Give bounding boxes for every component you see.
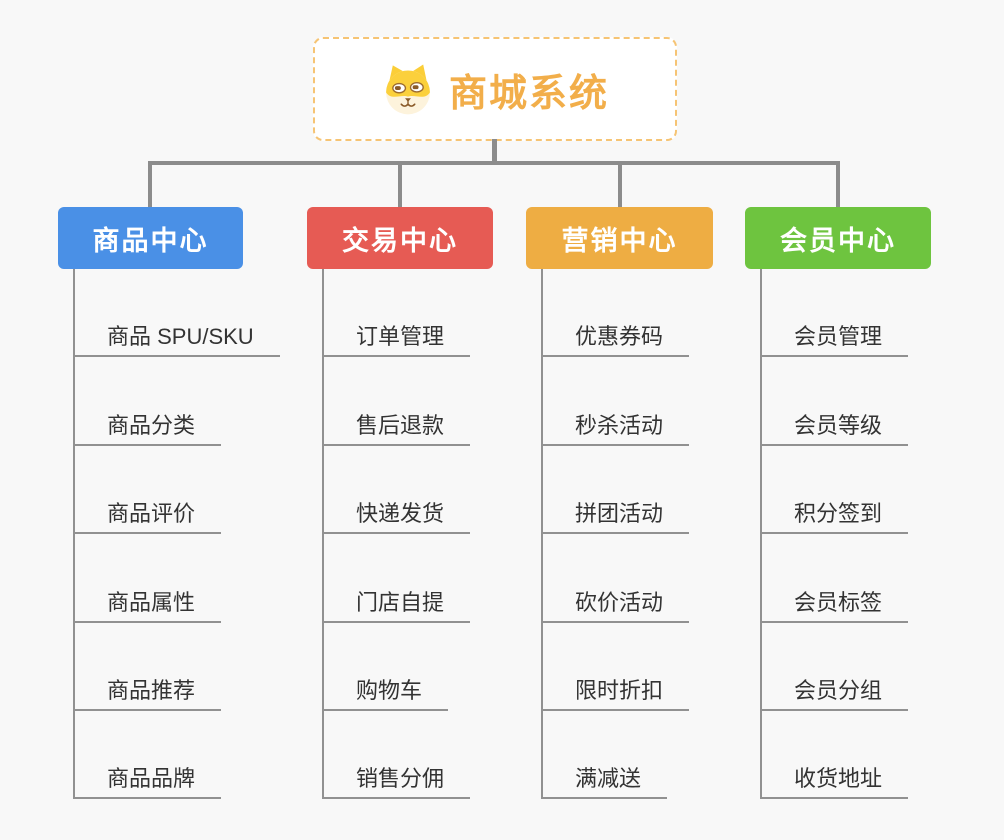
tree-item[interactable]: 收货地址 (762, 711, 909, 800)
tree-item-label: 会员分组 (794, 677, 883, 703)
tree-item[interactable]: 商品分类 (75, 357, 222, 446)
tree-item-label: 拼团活动 (575, 501, 664, 527)
connector-root-stem (492, 139, 497, 163)
tree-item[interactable]: 拼团活动 (543, 446, 690, 535)
tree-item-label: 收货地址 (794, 766, 883, 792)
branch-item-list: 会员管理 会员等级 积分签到 会员标签 会员分组 收货地址 (760, 269, 909, 800)
tree-item-label: 销售分佣 (356, 766, 445, 792)
tree-item[interactable]: 会员等级 (762, 357, 909, 446)
tree-item[interactable]: 商品属性 (75, 534, 222, 623)
connector-drop-1 (148, 163, 152, 207)
tree-item-label: 门店自提 (356, 589, 445, 615)
branch-node-1[interactable]: 商品中心 (58, 207, 243, 269)
tree-item-label: 订单管理 (356, 324, 445, 350)
tree-item[interactable]: 砍价活动 (543, 534, 690, 623)
tree-item-label: 会员管理 (794, 324, 883, 350)
tree-item-label: 商品 SPU/SKU (107, 324, 254, 350)
tree-item-label: 商品评价 (107, 501, 196, 527)
connector-horizontal (148, 161, 840, 165)
tree-item-label: 会员标签 (794, 589, 883, 615)
tree-item[interactable]: 商品 SPU/SKU (75, 269, 280, 358)
tree-item[interactable]: 秒杀活动 (543, 357, 690, 446)
tree-item[interactable]: 销售分佣 (324, 711, 471, 800)
tree-item[interactable]: 商品推荐 (75, 623, 222, 711)
tree-item[interactable]: 优惠券码 (543, 269, 690, 358)
root-node[interactable]: 商城系统 (313, 37, 677, 141)
tree-item[interactable]: 门店自提 (324, 534, 471, 623)
tree-item-label: 秒杀活动 (575, 412, 664, 438)
tree-item-label: 商品分类 (107, 412, 196, 438)
tree-item-label: 商品推荐 (107, 677, 196, 703)
connector-drop-3 (618, 163, 622, 207)
tree-item[interactable]: 积分签到 (762, 446, 909, 535)
tree-item[interactable]: 订单管理 (324, 269, 471, 358)
tree-item-label: 砍价活动 (575, 589, 664, 615)
tree-item-label: 限时折扣 (575, 677, 664, 703)
branch-item-list: 订单管理 售后退款 快递发货 门店自提 购物车 销售分佣 (322, 269, 471, 800)
connector-drop-2 (398, 163, 402, 207)
tree-item[interactable]: 会员分组 (762, 623, 909, 711)
tree-item[interactable]: 会员管理 (762, 269, 909, 358)
tree-item[interactable]: 商品评价 (75, 446, 222, 535)
tree-item-label: 商品品牌 (107, 766, 196, 792)
root-title: 商城系统 (448, 72, 609, 115)
tree-item-label: 售后退款 (356, 412, 445, 438)
tree-item-label: 会员等级 (794, 412, 883, 438)
tree-item[interactable]: 快递发货 (324, 446, 471, 535)
branch-item-list: 优惠券码 秒杀活动 拼团活动 砍价活动 限时折扣 满减送 (541, 269, 690, 800)
branch-node-4[interactable]: 会员中心 (745, 207, 931, 269)
tree-item-label: 满减送 (575, 766, 642, 792)
tree-item[interactable]: 会员标签 (762, 534, 909, 623)
tree-item[interactable]: 商品品牌 (75, 711, 222, 800)
tree-item-label: 商品属性 (107, 589, 196, 615)
connector-drop-4 (836, 163, 840, 207)
dog-face-icon (386, 64, 430, 115)
branch-node-3[interactable]: 营销中心 (526, 207, 713, 269)
tree-item-label: 优惠券码 (575, 324, 664, 350)
tree-item-label: 快递发货 (356, 501, 445, 527)
branch-item-list: 商品 SPU/SKU 商品分类 商品评价 商品属性 商品推荐 商品品牌 (73, 269, 280, 800)
branch-node-2[interactable]: 交易中心 (307, 207, 493, 269)
tree-item[interactable]: 售后退款 (324, 357, 471, 446)
tree-item-label: 购物车 (356, 677, 423, 703)
tree-item[interactable]: 满减送 (543, 711, 668, 800)
tree-item-label: 积分签到 (794, 501, 883, 527)
tree-item[interactable]: 购物车 (324, 623, 449, 711)
tree-item[interactable]: 限时折扣 (543, 623, 690, 711)
